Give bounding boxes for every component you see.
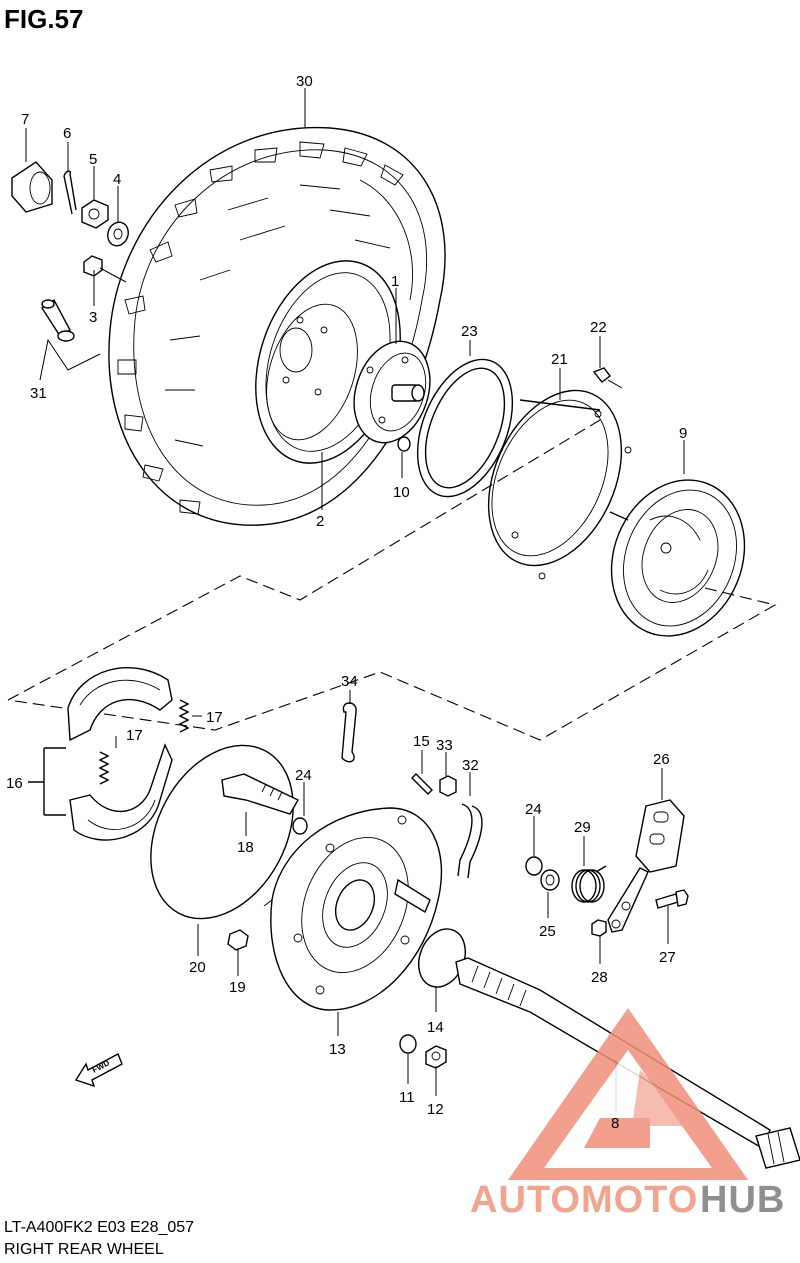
breather-hose	[457, 803, 483, 879]
callout-27: 27	[659, 949, 676, 966]
model-code: LT-A400FK2 E03 E28_057	[4, 1219, 194, 1236]
bolt-27	[655, 889, 689, 909]
callout-32: 32	[462, 757, 479, 774]
callout-34: 34	[341, 673, 358, 690]
wheel-cap	[11, 161, 53, 213]
callout-6: 6	[63, 125, 71, 142]
seal-ring	[150, 744, 294, 920]
callout-10: 10	[393, 484, 410, 501]
wheel-hub	[353, 340, 431, 444]
callout-11: 11	[399, 1089, 415, 1106]
callout-12: 12	[427, 1101, 444, 1118]
callout-25: 25	[539, 923, 556, 940]
cover-bolt	[592, 367, 611, 383]
figure-caption: RIGHT REAR WHEEL	[4, 1241, 164, 1258]
fwd-arrow-icon: FWD	[74, 1053, 123, 1088]
watermark-brand-b: HUB	[700, 1179, 785, 1221]
return-spring-upper	[178, 699, 190, 733]
callout-31: 31	[30, 385, 47, 402]
brake-camshaft	[221, 773, 299, 815]
callout-16: 16	[6, 775, 23, 792]
callout-28: 28	[591, 969, 608, 986]
o-ring-small	[397, 436, 411, 452]
callout-20: 20	[189, 959, 206, 976]
callout-29: 29	[574, 819, 591, 836]
gasket	[416, 358, 514, 498]
callout-17-upper: 17	[206, 709, 223, 726]
bracket-16	[28, 747, 66, 816]
breather-clip	[341, 702, 357, 763]
brake-panel	[270, 807, 443, 1011]
lever-spring	[571, 865, 607, 903]
callout-4: 4	[113, 171, 121, 188]
callout-23: 23	[461, 323, 478, 340]
brake-cover	[487, 389, 632, 580]
return-spring-lower	[98, 751, 110, 785]
watermark-logo	[508, 1008, 748, 1180]
callout-19: 19	[229, 979, 246, 996]
callout-5: 5	[89, 151, 97, 168]
callout-3: 3	[89, 309, 97, 326]
callout-22: 22	[590, 319, 607, 336]
callout-18: 18	[237, 839, 254, 856]
wheel-nut	[83, 255, 103, 277]
figure-title: FIG.57	[4, 4, 83, 34]
callout-9: 9	[679, 425, 687, 442]
callout-21: 21	[551, 351, 568, 368]
callout-8: 8	[611, 1115, 619, 1132]
bolt-12	[425, 1045, 447, 1069]
washer-25	[540, 869, 560, 891]
callout-26: 26	[653, 751, 670, 768]
brake-shoe-lower	[69, 743, 173, 841]
callout-30: 30	[296, 73, 313, 90]
callout-2: 2	[316, 513, 324, 530]
brake-lever	[607, 799, 685, 933]
bolt-19	[227, 929, 249, 951]
callout-1: 1	[391, 273, 399, 290]
brake-shoe-upper	[67, 667, 173, 742]
washer-24-left	[292, 817, 308, 835]
callout-14: 14	[427, 1019, 444, 1036]
tire-valve	[41, 298, 75, 342]
castle-nut	[81, 199, 109, 229]
callout-numbers: 30 7 6 5 4 3 31 1 2 10 23 21 22 9 34 17 …	[6, 73, 687, 1132]
washer-11	[399, 1034, 417, 1054]
pin-15	[411, 773, 433, 795]
washer	[107, 221, 129, 247]
callout-24-right: 24	[525, 801, 542, 818]
callout-7: 7	[21, 111, 29, 128]
nut-28	[591, 919, 607, 937]
callout-24-left: 24	[295, 767, 312, 784]
cotter-pin	[63, 170, 77, 215]
callout-13: 13	[329, 1041, 346, 1058]
callout-33: 33	[436, 737, 453, 754]
washer-24-right	[525, 856, 543, 876]
breather-cap	[439, 775, 457, 797]
brake-drum	[609, 479, 746, 637]
watermark-brand-a: AUTOMOTO	[470, 1179, 698, 1221]
callout-15: 15	[413, 733, 430, 750]
callout-17-lower: 17	[126, 727, 143, 744]
